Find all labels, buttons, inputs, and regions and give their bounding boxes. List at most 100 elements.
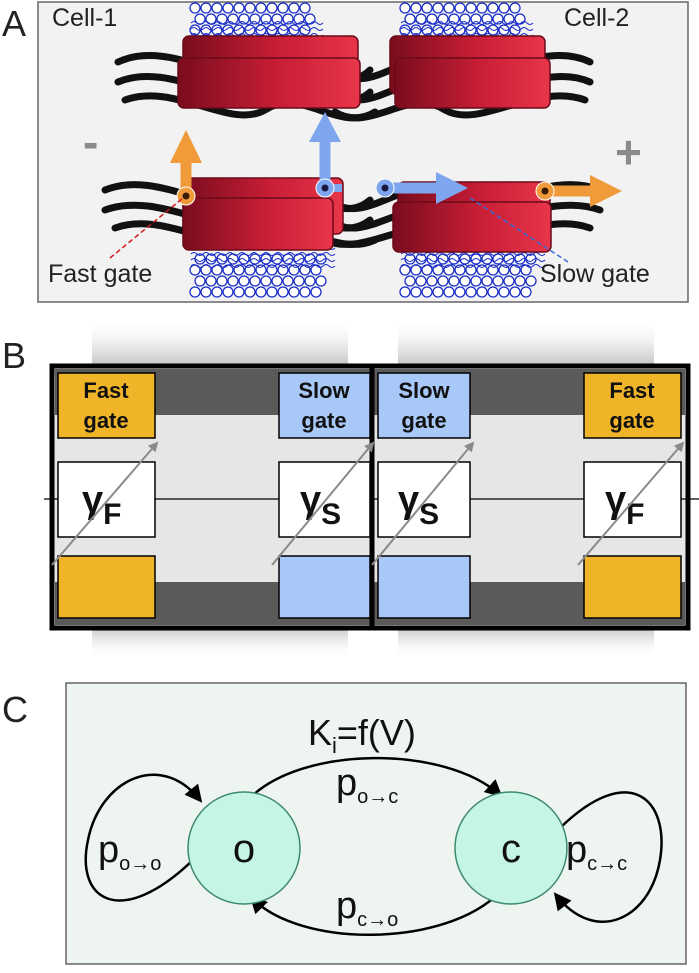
lipid-head <box>399 286 411 298</box>
lipid-head <box>454 2 466 14</box>
lipid-head <box>282 275 294 287</box>
lipid-head <box>421 264 433 276</box>
lipid-head <box>304 13 316 25</box>
lipid-tail <box>400 258 546 262</box>
lipid-tail <box>190 27 324 31</box>
lipid-head <box>205 275 217 287</box>
lipid-head <box>514 275 526 287</box>
lipid-head <box>470 275 482 287</box>
lipid-top-right <box>399 2 534 49</box>
orange-arrow-left <box>170 130 202 206</box>
gate-box-4-top: Fast <box>609 378 655 403</box>
lipid-head <box>476 2 488 14</box>
lipid-head <box>288 286 300 298</box>
lipid-head <box>271 275 283 287</box>
cell-1-label: Cell-1 <box>52 4 117 32</box>
connexin-top-left <box>177 35 361 109</box>
lipid-head <box>233 2 245 14</box>
minus-sign: - <box>83 116 98 168</box>
variable-resistor-arrows <box>51 441 685 566</box>
lipid-head <box>222 264 234 276</box>
lipid-head <box>288 2 300 14</box>
slow-gate-pointer <box>469 197 569 263</box>
panel-a-frame <box>37 1 689 303</box>
lipid-head <box>514 13 526 25</box>
lipid-head <box>498 286 510 298</box>
lipid-head <box>399 2 411 14</box>
p-o-to-o-label: po→o <box>98 829 161 875</box>
lipid-head <box>200 286 212 298</box>
lipid-head <box>520 264 532 276</box>
lipid-tail <box>400 264 546 268</box>
lipid-head <box>410 2 422 14</box>
lipid-head <box>299 2 311 14</box>
lipid-head <box>443 2 455 14</box>
lipid-head <box>189 286 201 298</box>
lipid-head <box>426 13 438 25</box>
gate-box-1-bottom: gate <box>83 408 128 433</box>
lipid-head <box>277 286 289 298</box>
lipid-head <box>249 275 261 287</box>
lipid-head <box>310 286 322 298</box>
lipid-head <box>410 286 422 298</box>
lipid-head <box>315 275 327 287</box>
p-c-to-o-label: pc→o <box>336 885 398 931</box>
lipid-head <box>476 286 488 298</box>
lipid-head <box>222 286 234 298</box>
shadow-top-right <box>398 318 654 364</box>
lipid-head <box>426 275 438 287</box>
fast-gate-box-left <box>57 372 156 439</box>
lipid-head <box>266 2 278 14</box>
lipid-head <box>470 13 482 25</box>
lipid-head <box>310 264 322 276</box>
panel-a: A <box>2 1 689 303</box>
loop-o <box>84 773 203 902</box>
lipid-head <box>448 275 460 287</box>
lipid-head <box>211 2 223 14</box>
shadow-top-left <box>92 318 348 364</box>
lipid-head <box>459 275 471 287</box>
lipid-head <box>520 286 532 298</box>
state-open <box>187 791 301 905</box>
gamma-f-right: γF <box>605 479 644 531</box>
connexin-bottom-left <box>182 177 344 251</box>
lipid-head <box>509 286 521 298</box>
lipid-head <box>465 2 477 14</box>
lipid-head <box>421 286 433 298</box>
slow-gate-box-right <box>377 372 471 439</box>
lipid-head <box>194 275 206 287</box>
lipid-bottom-left <box>189 240 336 298</box>
lipid-head <box>293 275 305 287</box>
resistor-box-1 <box>57 461 156 538</box>
gate-box-3-top: Slow <box>398 378 450 403</box>
slow-gate-box-left-bottom <box>278 555 371 619</box>
fast-gate-box-right <box>583 372 682 439</box>
lipid-tail <box>190 258 336 262</box>
lipid-head <box>399 264 411 276</box>
loop-c <box>553 791 663 923</box>
lipid-head <box>432 264 444 276</box>
lipid-head <box>476 264 488 276</box>
gate-box-3-bottom: gate <box>401 408 446 433</box>
state-open-label: o <box>233 827 255 871</box>
rate-function-label: Ki=f(V) <box>308 712 416 758</box>
lipid-head <box>266 286 278 298</box>
panel-b-letter: B <box>2 335 26 376</box>
gamma-s-right: γS <box>398 479 439 531</box>
panel-a-letter: A <box>2 3 26 44</box>
lipid-tail <box>190 252 336 256</box>
lipid-head <box>487 2 499 14</box>
lipid-tail <box>190 21 324 25</box>
lipid-head <box>227 275 239 287</box>
lipid-head <box>200 2 212 14</box>
lipid-head <box>233 286 245 298</box>
connexin-top-right <box>389 35 551 109</box>
lipid-head <box>211 264 223 276</box>
lipid-bottom-right <box>399 240 546 298</box>
lipid-head <box>498 2 510 14</box>
panel-b: B Fast gate Slow gate Slow gate Fast gat… <box>2 318 699 658</box>
lipid-head <box>481 275 493 287</box>
lipid-head <box>260 13 272 25</box>
lipid-head <box>216 275 228 287</box>
lipid-tail <box>400 21 534 25</box>
